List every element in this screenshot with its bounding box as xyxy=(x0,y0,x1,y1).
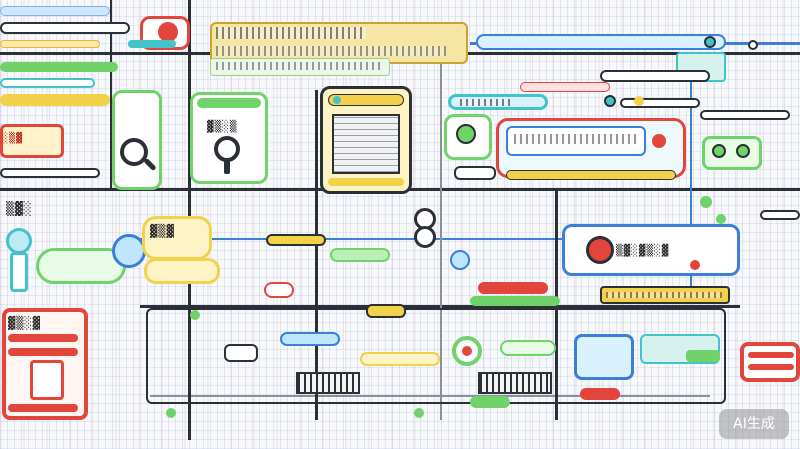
top-right-pill xyxy=(476,34,726,50)
bottom-frame xyxy=(146,308,726,404)
accent-dot xyxy=(716,214,726,224)
pipe xyxy=(470,396,510,408)
document-card-header xyxy=(328,94,404,106)
status-dot xyxy=(450,250,470,270)
status-dot xyxy=(462,346,472,356)
pipe xyxy=(264,282,294,298)
status-dot xyxy=(652,134,666,148)
red-card xyxy=(740,342,800,382)
magnifier-icon xyxy=(120,138,148,166)
header-bar xyxy=(0,62,118,72)
lock-icon-body xyxy=(10,252,28,292)
accent-dot xyxy=(414,408,424,418)
status-dot xyxy=(748,40,758,50)
alert-bar xyxy=(8,404,78,412)
yellow-chip xyxy=(142,216,212,260)
accent-dot xyxy=(166,408,176,418)
top-right-pill xyxy=(520,82,610,92)
accent-dot xyxy=(700,196,712,208)
header-bar xyxy=(0,168,100,178)
garbled-label: ▓▒░▒ xyxy=(207,120,238,133)
stripe-block xyxy=(478,372,552,394)
title-banner-stripes xyxy=(216,46,446,56)
header-bar xyxy=(0,40,100,48)
panel-tab xyxy=(620,98,700,108)
alert-bar xyxy=(8,348,78,356)
person-icon-body xyxy=(224,160,230,174)
lock-icon xyxy=(30,360,64,400)
right-bar xyxy=(760,210,800,220)
header-bar xyxy=(0,78,95,88)
dashboard-bar xyxy=(506,170,676,180)
arrow-icon xyxy=(158,22,178,42)
wire xyxy=(440,30,442,420)
status-dot xyxy=(736,144,750,158)
garbled-label: ▓▒░▓ xyxy=(8,316,41,330)
ai-generated-watermark: AI生成 xyxy=(719,409,789,439)
garbled-label: ▒▓░ xyxy=(6,202,33,217)
red-card-bar xyxy=(748,364,794,370)
control-stripes xyxy=(606,292,722,298)
badge-bar xyxy=(128,40,176,48)
pipe xyxy=(266,234,326,246)
pipe xyxy=(330,248,390,262)
title-banner-stripes xyxy=(216,27,366,39)
wire xyxy=(315,90,318,420)
pipe xyxy=(280,332,340,346)
header-bar xyxy=(0,6,110,16)
top-right-pill xyxy=(600,70,710,82)
status-dot xyxy=(704,36,716,48)
red-pipe xyxy=(478,282,548,294)
status-dot xyxy=(712,144,726,158)
warning-label-panel xyxy=(0,124,64,158)
gear-icon xyxy=(586,236,614,264)
status-dot xyxy=(414,226,436,248)
garbled-label: ▒▓░▓▒░▓ xyxy=(616,244,670,257)
wire xyxy=(110,0,112,190)
dashboard-stripes xyxy=(514,134,638,144)
document-card-pin xyxy=(333,96,341,104)
pipe xyxy=(580,388,620,400)
status-dot xyxy=(456,124,476,144)
subtitle-banner xyxy=(210,58,390,76)
blue-module xyxy=(574,334,634,380)
garbled-label: ▓▒▓ xyxy=(150,224,175,238)
pipe xyxy=(224,344,258,362)
yellow-chip xyxy=(144,258,220,284)
pipe xyxy=(686,350,720,362)
accent-dot xyxy=(634,96,644,106)
pipe xyxy=(360,352,440,366)
subtitle-stripes xyxy=(216,62,380,70)
dashboard-bar xyxy=(454,166,496,180)
user-card-header xyxy=(197,98,261,108)
pipe xyxy=(500,340,556,356)
search-module xyxy=(112,90,162,190)
red-card-bar xyxy=(748,352,794,358)
green-side-module xyxy=(444,114,492,160)
right-module xyxy=(702,136,762,170)
stripe-block xyxy=(296,372,360,394)
document-icon xyxy=(332,114,400,174)
wire xyxy=(690,60,692,300)
panel-tab-stripes xyxy=(460,99,510,106)
person-icon xyxy=(214,136,240,162)
green-pipe xyxy=(470,296,560,306)
header-bar xyxy=(0,22,130,34)
status-dot xyxy=(604,95,616,107)
gear-icon xyxy=(112,234,146,268)
pipe xyxy=(366,304,406,318)
accent-dot xyxy=(190,310,200,320)
document-card-footer xyxy=(328,178,404,186)
wire xyxy=(150,395,710,397)
alert-bar xyxy=(8,334,78,342)
garbled-label: ░▒▓ xyxy=(2,133,24,144)
lock-icon xyxy=(6,228,32,254)
right-bar xyxy=(700,110,790,120)
header-bar xyxy=(0,94,110,106)
accent-dot xyxy=(690,260,700,270)
